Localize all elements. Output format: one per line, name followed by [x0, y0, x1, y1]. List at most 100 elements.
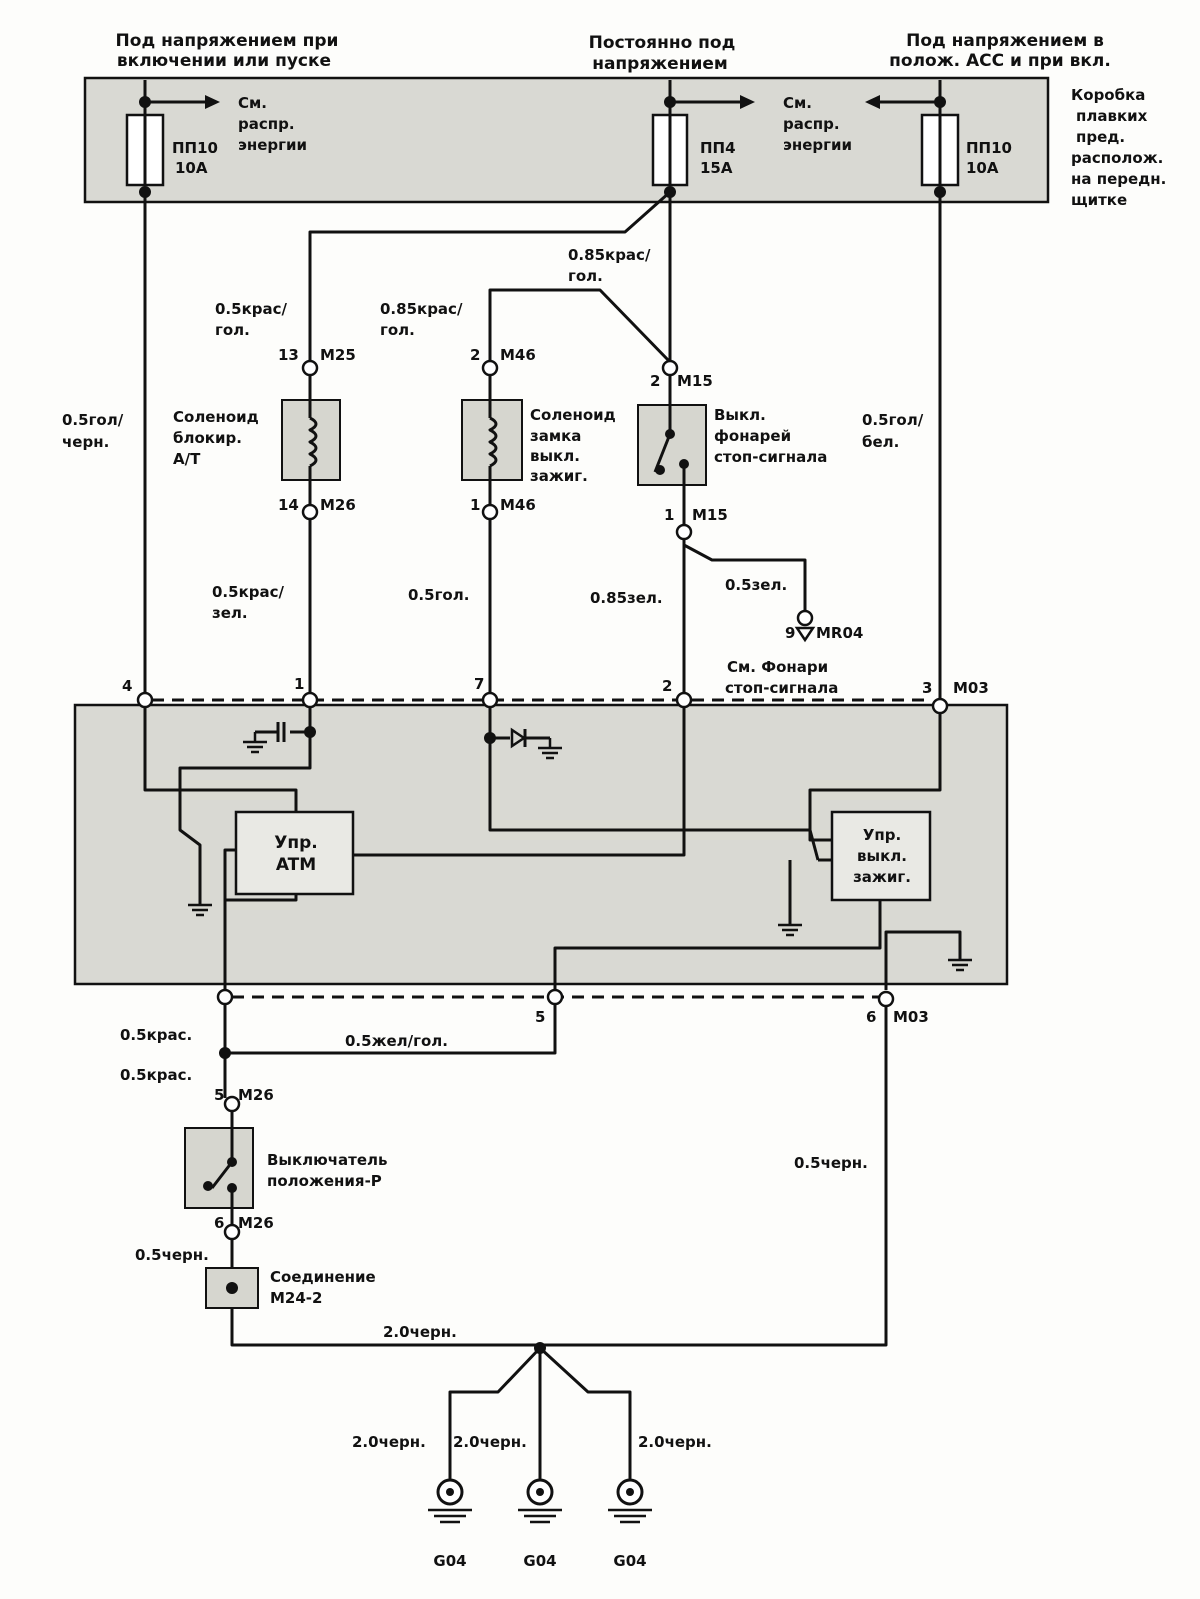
terminal-m46b	[481, 503, 499, 521]
wire-ground-main	[230, 1006, 888, 1347]
pin-6-label: 6	[866, 1008, 876, 1026]
ground-label-2: G04	[523, 1552, 556, 1570]
at-lock-coil	[308, 416, 318, 468]
m25-pin: 13	[278, 346, 299, 364]
internal-wire-pin7	[488, 707, 820, 861]
pin-7	[481, 691, 499, 709]
m26b-pin: 5	[214, 1086, 224, 1104]
stop-switch-label-2: фонарей	[714, 427, 791, 445]
ground-icon-4	[778, 923, 802, 937]
m26b-connector: M26	[238, 1086, 274, 1104]
pin-3-label: 3	[922, 679, 932, 697]
wire-label-g3: 2.0черн.	[638, 1433, 712, 1451]
m26c-connector: M26	[238, 1214, 274, 1232]
ign-ctrl-label-1: Упр.	[863, 826, 901, 844]
wire-label-ign-bot: 0.5гол.	[408, 586, 469, 604]
pin-1	[301, 691, 319, 709]
see-dist-right-line1: См.	[783, 94, 812, 112]
stop-switch-label-1: Выкл.	[714, 406, 766, 424]
joint-label-1: Соединение	[270, 1268, 376, 1286]
fuse-right-rating: 10A	[966, 159, 999, 177]
internal-wire-pin2	[353, 707, 686, 857]
fuse-left-name: ПП10	[172, 139, 218, 157]
m15a-pin: 2	[650, 372, 660, 390]
wire-label-mid-1: 0.85крас/	[568, 246, 651, 264]
ign-solenoid-label-1: Соленоид	[530, 406, 616, 424]
wire-label-stop-bot: 0.85зел.	[590, 589, 663, 607]
ground-icon-2	[188, 903, 212, 917]
see-stop-lamps-1: См. Фонари	[727, 658, 828, 676]
wire-label-black-l: 0.5черн.	[135, 1246, 209, 1264]
mr04-pin: 9	[785, 624, 795, 642]
wire-stop-branch	[683, 543, 807, 612]
fusebox-label-line1: Коробка	[1071, 86, 1145, 104]
ground-g04-1	[428, 1478, 472, 1524]
wire-to-ign-solenoid	[488, 288, 672, 364]
m15b-connector: M15	[692, 506, 728, 524]
ign-ctrl-label-3: зажиг.	[853, 868, 911, 886]
m15a-connector: M15	[677, 372, 713, 390]
wire-label-ign-1: 0.85крас/	[380, 300, 463, 318]
fuse-mid-name: ПП4	[700, 139, 736, 157]
pin-6	[877, 990, 895, 1008]
m15b-pin: 1	[664, 506, 674, 524]
m03-bottom-label: M03	[893, 1008, 929, 1026]
joint-label-2: M24-2	[270, 1289, 322, 1307]
top-label-ign-start-line1: Под напряжением при	[116, 31, 339, 51]
wire-yellow	[225, 1004, 557, 1055]
ign-ctrl-label-2: выкл.	[857, 847, 907, 865]
fusebox-label-line2: плавких	[1076, 107, 1148, 125]
at-solenoid-label-2: блокир.	[173, 429, 242, 447]
diode-icon	[510, 727, 527, 749]
top-label-ign-start-line2: включении или пуске	[117, 51, 331, 71]
internal-wire-atm-out	[223, 848, 236, 990]
wire-ground-3	[538, 1346, 632, 1480]
terminal-m15b	[675, 523, 693, 541]
pin-5-label: 5	[535, 1008, 545, 1026]
terminal-m26b	[223, 1095, 241, 1113]
ground-label-1: G04	[433, 1552, 466, 1570]
ign-lock-coil	[488, 416, 498, 468]
stop-lamp-switch	[637, 404, 707, 486]
terminal-mr04	[796, 609, 814, 627]
fusebox-label-line4: располож.	[1071, 149, 1163, 167]
see-stop-lamps-2: стоп-сигнала	[725, 679, 838, 697]
fuse-mid-rating: 15A	[700, 159, 733, 177]
pin-7-label: 7	[474, 675, 484, 693]
ign-solenoid-label-3: выкл.	[530, 447, 580, 465]
see-dist-right-line3: энергии	[783, 136, 852, 154]
wire-label-stop-branch: 0.5зел.	[725, 576, 787, 594]
wire-label-ign-2: гол.	[380, 321, 415, 339]
fuse-left-rating: 10A	[175, 159, 208, 177]
wire-label-right-2: бел.	[862, 433, 899, 451]
pin-4-label: 4	[122, 677, 132, 695]
p-position-switch	[184, 1127, 254, 1209]
terminal-m26c	[223, 1223, 241, 1241]
wire-label-right-1: 0.5гол/	[862, 411, 924, 429]
m26a-connector: M26	[320, 496, 356, 514]
fuse-box	[83, 76, 1050, 204]
wire-label-g1: 2.0черн.	[352, 1433, 426, 1451]
wire-label-atlock-bot-2: зел.	[212, 604, 248, 622]
wire-label-red-1: 0.5крас.	[120, 1026, 192, 1044]
wire-label-left-2: черн.	[62, 433, 109, 451]
ground-icon-1	[243, 732, 267, 754]
terminal-m46a	[481, 359, 499, 377]
atm-ctrl-label-1: Упр.	[274, 833, 317, 853]
internal-wire-pin4	[143, 707, 298, 812]
ground-g04-3	[608, 1478, 652, 1524]
wire-label-red-2: 0.5крас.	[120, 1066, 192, 1084]
ign-solenoid-label-2: замка	[530, 427, 581, 445]
ground-g04-2	[518, 1478, 562, 1524]
pin-2-label: 2	[662, 677, 672, 695]
wire-label-mid-2: гол.	[568, 267, 603, 285]
fusebox-label-line5: на передн.	[1071, 170, 1166, 188]
stop-switch-label-3: стоп-сигнала	[714, 448, 827, 466]
wire-label-gnd-main: 2.0черн.	[383, 1323, 457, 1341]
pin-bottom-left	[216, 988, 234, 1006]
m25-connector: M25	[320, 346, 356, 364]
p-switch-label-2: положения-Р	[267, 1172, 382, 1190]
top-label-constant-line1: Постоянно под	[589, 33, 736, 53]
mr04-connector: MR04	[816, 624, 863, 642]
